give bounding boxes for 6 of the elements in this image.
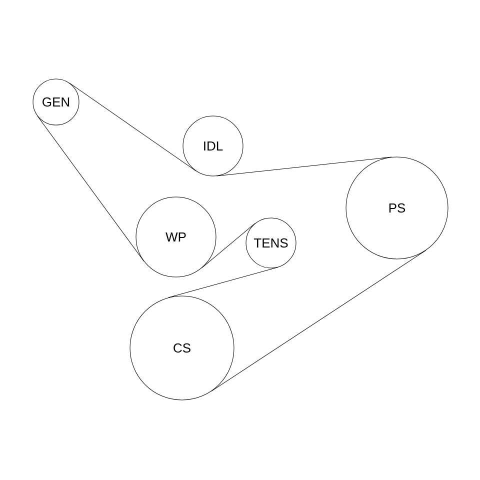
belt-line (37, 116, 144, 262)
belt-line (168, 267, 278, 298)
belt-line (202, 223, 256, 268)
belt-line (210, 250, 426, 392)
belt-line (216, 156, 392, 176)
belt-line (69, 82, 196, 172)
